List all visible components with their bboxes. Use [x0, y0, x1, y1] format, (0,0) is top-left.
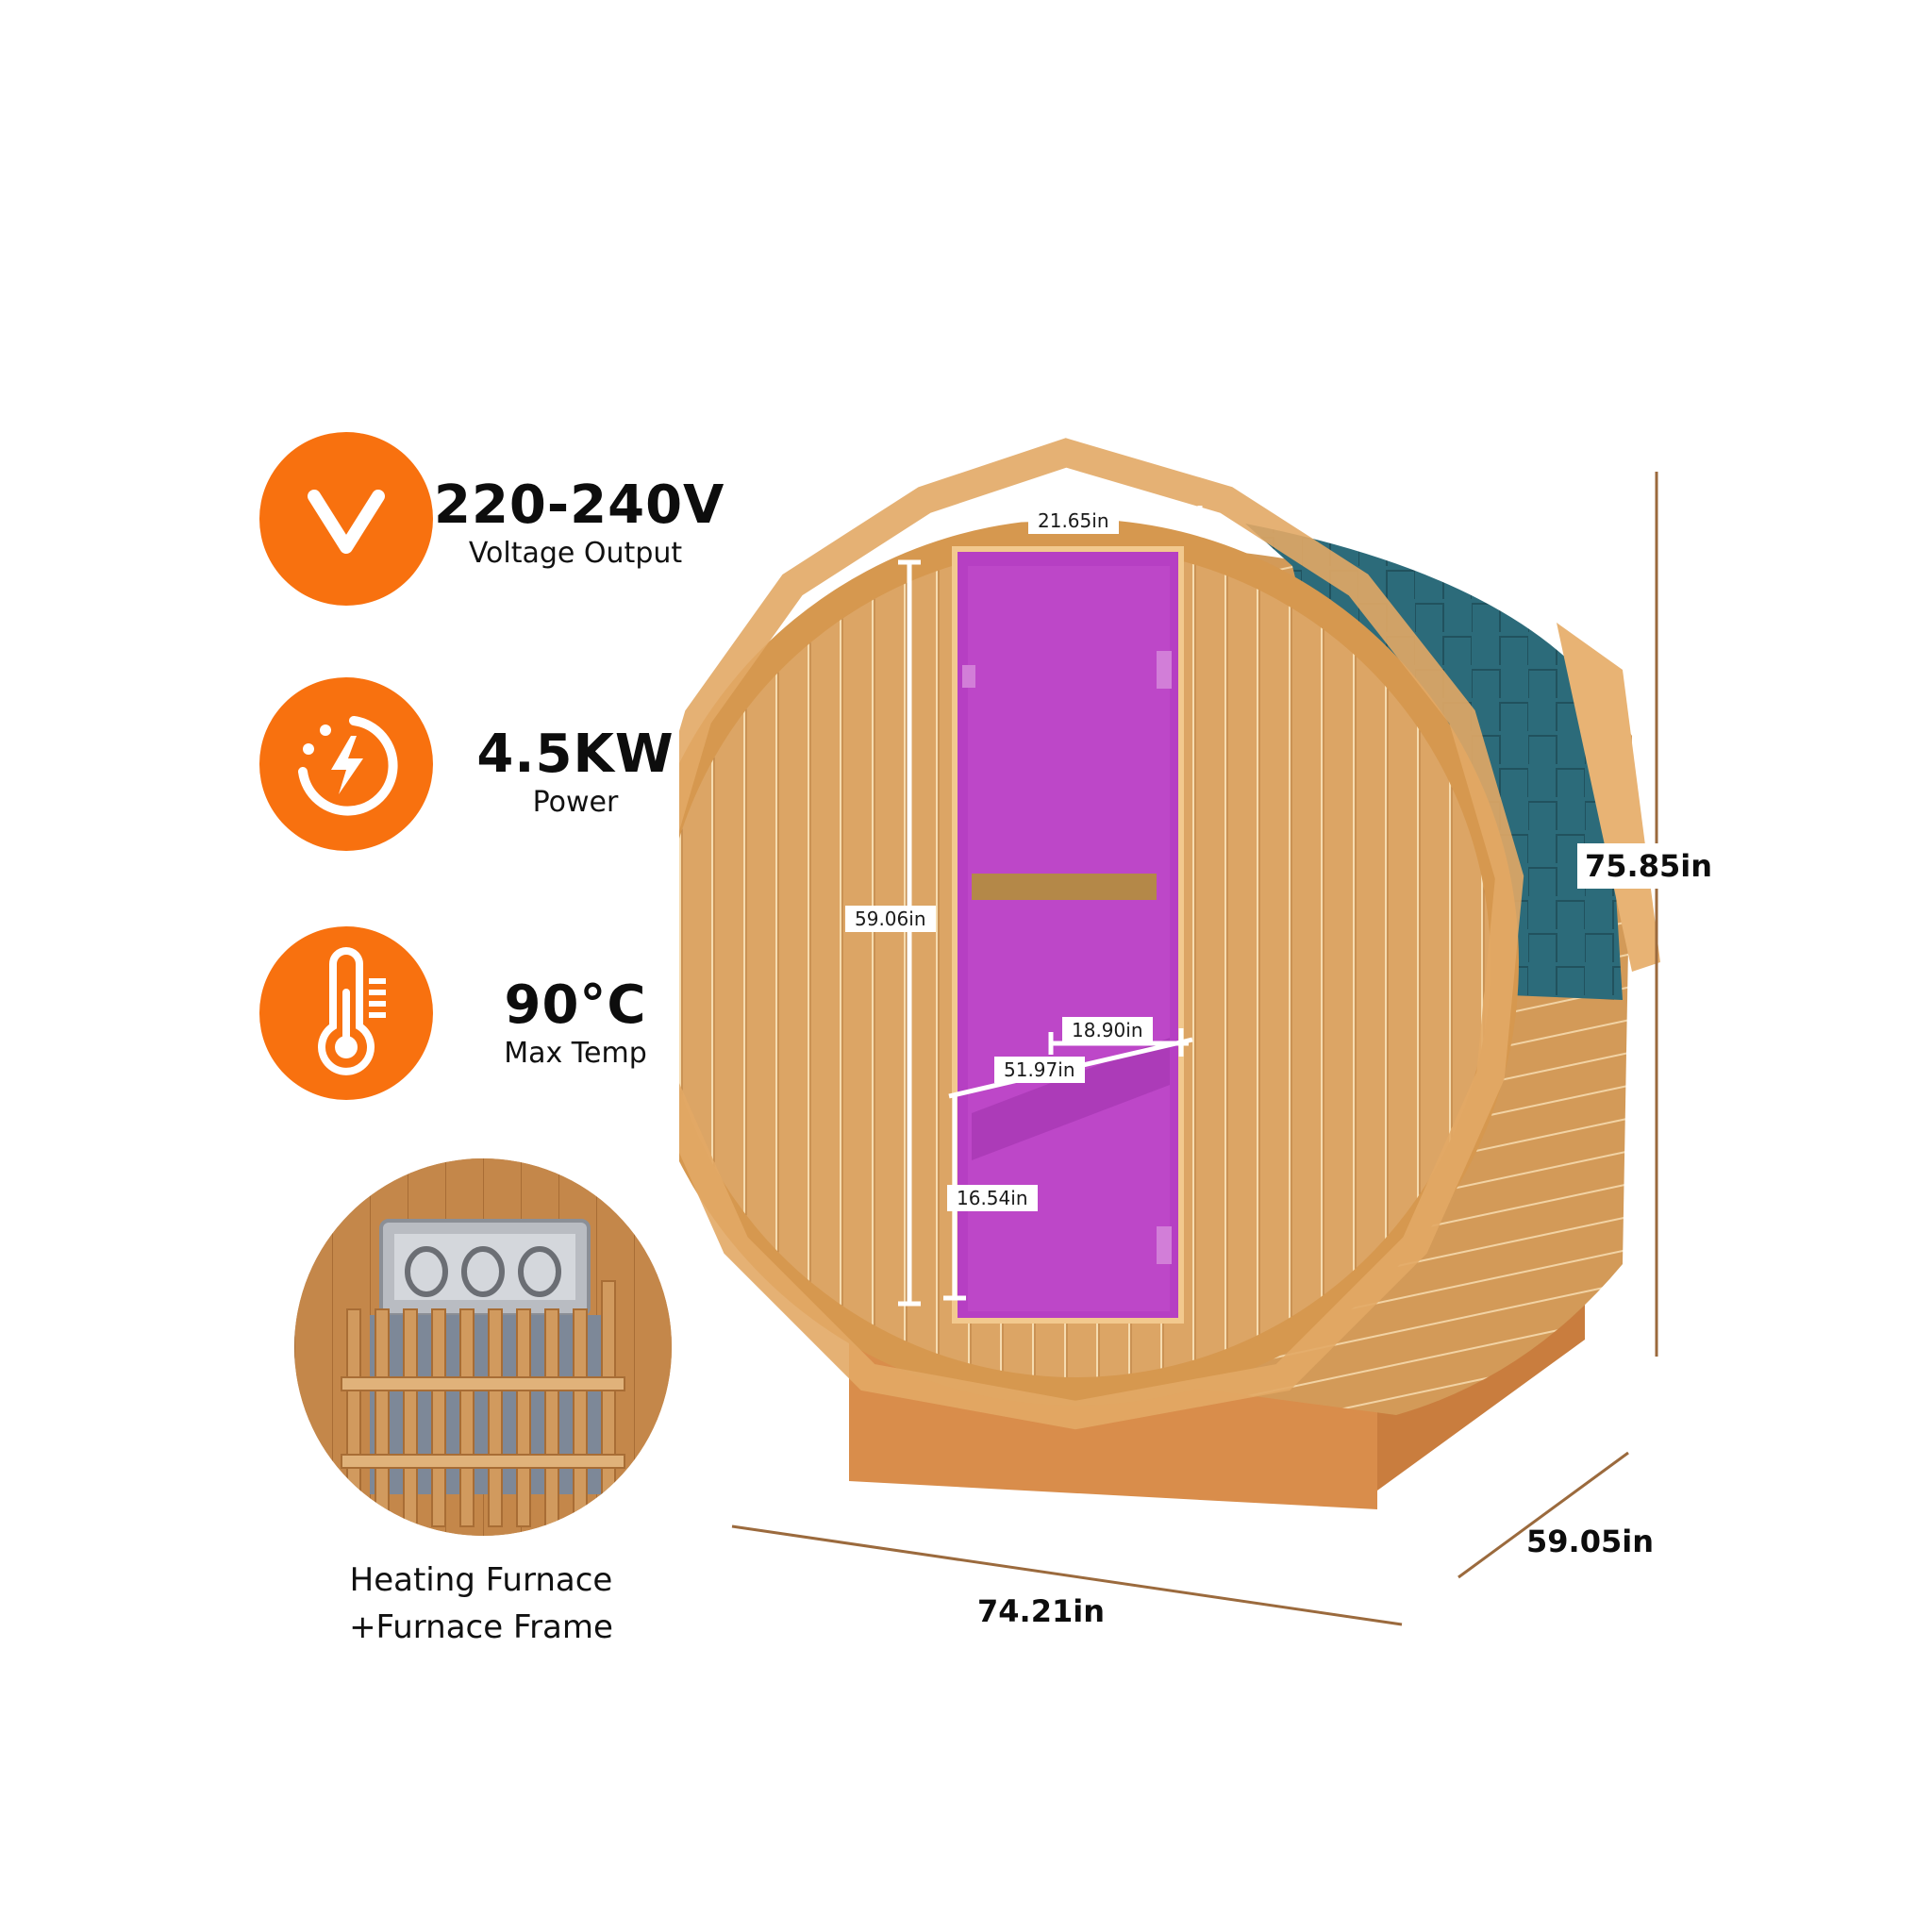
interior-width-label: 51.97in — [994, 1057, 1085, 1083]
voltage-value: 220-240V — [434, 475, 725, 536]
heating-furnace-image — [294, 1158, 672, 1536]
bench-depth-label: 18.90in — [1062, 1017, 1153, 1043]
power-bolt-icon — [259, 677, 433, 851]
temperature-label: Max Temp — [504, 1037, 647, 1070]
voltage-icon — [259, 432, 433, 606]
overall-height-label: 75.85in — [1577, 843, 1720, 889]
door-height-label: 59.06in — [845, 906, 936, 932]
door-top-width-label: 21.65in — [1028, 508, 1119, 534]
voltage-label: Voltage Output — [468, 537, 683, 570]
furnace-caption: Heating Furnace +Furnace Frame — [283, 1557, 679, 1651]
furnace-caption-line1: Heating Furnace — [349, 1561, 613, 1599]
power-value: 4.5KW — [476, 724, 675, 785]
overall-length-label: 74.21in — [977, 1593, 1105, 1629]
furnace-caption-line2: +Furnace Frame — [349, 1608, 613, 1646]
bench-height-label: 16.54in — [947, 1185, 1038, 1211]
power-label: Power — [532, 786, 619, 819]
temperature-value: 90°C — [504, 974, 647, 1036]
thermometer-icon — [259, 926, 433, 1100]
overall-width-label: 59.05in — [1526, 1524, 1654, 1559]
barrel-sauna-illustration — [632, 434, 1774, 1509]
